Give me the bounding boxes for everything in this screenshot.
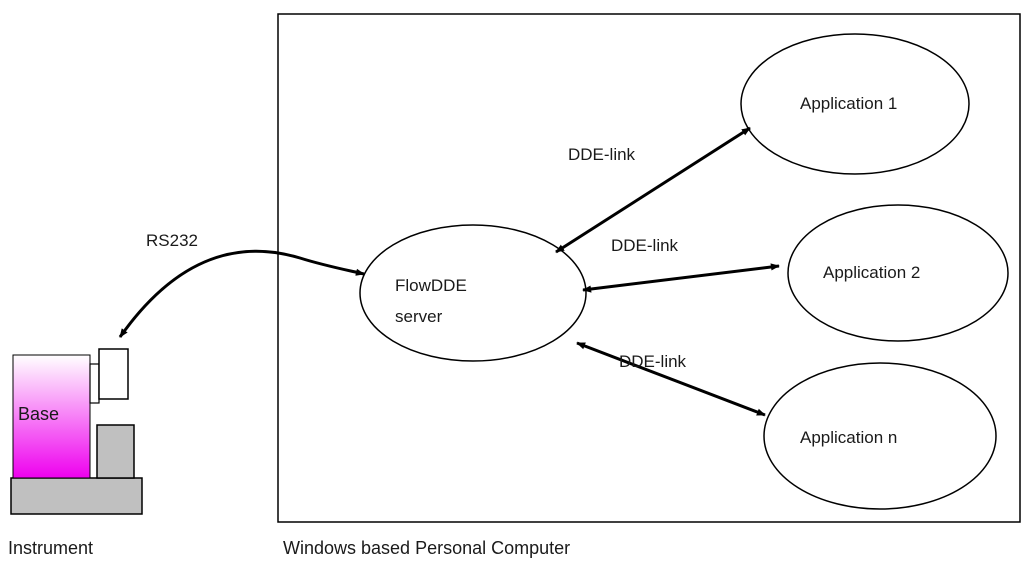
instrument-connector xyxy=(89,363,100,404)
instrument-base-label: Base xyxy=(18,404,59,424)
dde-link-2-arrow xyxy=(582,263,780,293)
instrument-grey-block xyxy=(96,424,135,479)
dde-link-1-label: DDE-link xyxy=(568,145,636,164)
instrument-caption: Instrument xyxy=(8,538,93,558)
rs232-label: RS232 xyxy=(146,231,198,250)
application-2-node xyxy=(787,204,1009,342)
computer-caption: Windows based Personal Computer xyxy=(283,538,570,558)
server-label-line2: server xyxy=(395,307,443,326)
instrument-base xyxy=(12,354,91,479)
application-n-node xyxy=(763,362,997,510)
computer-box xyxy=(277,13,1021,523)
server-node xyxy=(359,224,587,362)
application-2-label: Application 2 xyxy=(823,263,920,282)
dde-link-n-label: DDE-link xyxy=(619,352,687,371)
instrument-footing xyxy=(10,477,143,515)
application-1-node xyxy=(740,33,970,175)
rs232-link-arrow xyxy=(118,249,365,338)
application-n-label: Application n xyxy=(800,428,897,447)
dde-link-1-arrow xyxy=(555,126,751,254)
instrument-display xyxy=(98,348,129,400)
application-1-label: Application 1 xyxy=(800,94,897,113)
dde-link-n-arrow xyxy=(576,341,766,417)
server-label-line1: FlowDDE xyxy=(395,276,467,295)
instrument: Base xyxy=(10,348,143,515)
dde-link-2-label: DDE-link xyxy=(611,236,679,255)
